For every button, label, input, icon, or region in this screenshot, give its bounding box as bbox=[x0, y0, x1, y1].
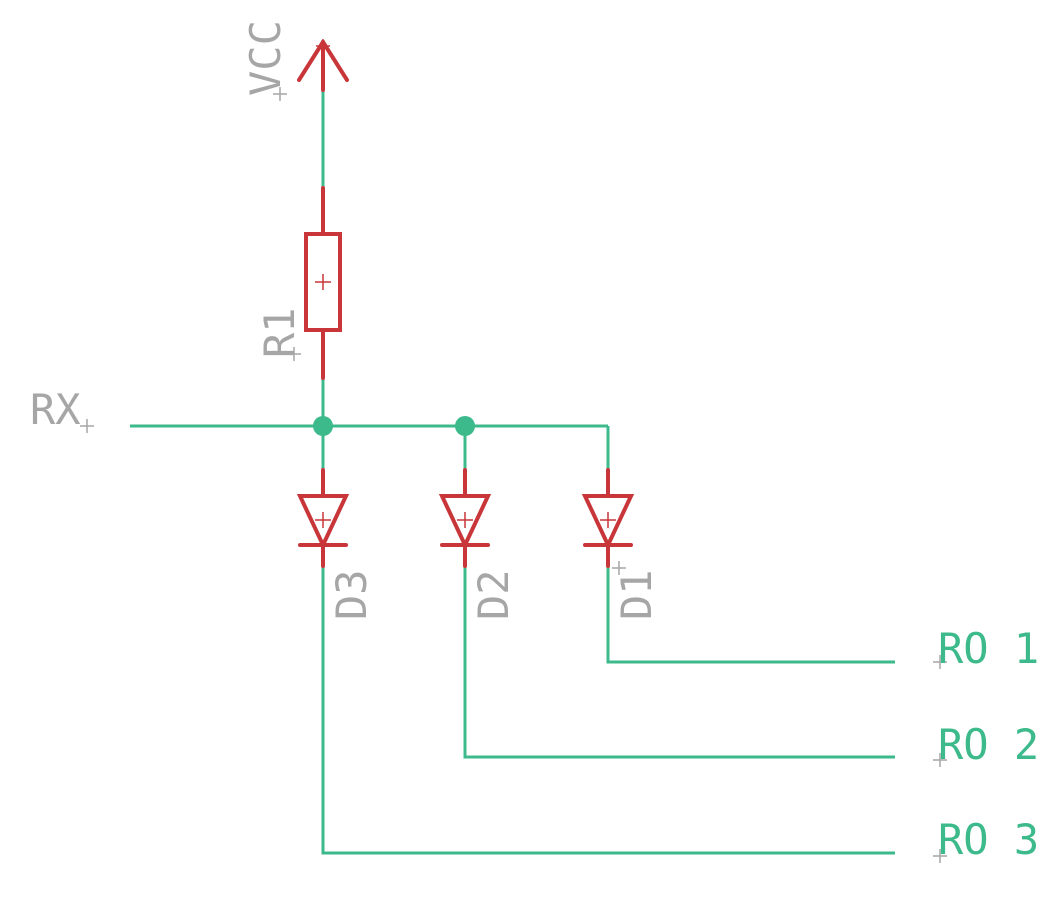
wires bbox=[130, 60, 895, 855]
resistor-r1 bbox=[304, 186, 342, 380]
wire-d3-ro3 bbox=[321, 566, 895, 855]
diode-d3 bbox=[296, 468, 350, 568]
wire-d1-ro1 bbox=[606, 566, 895, 664]
d3-label: D3 bbox=[327, 569, 376, 620]
d2-label: D2 bbox=[469, 569, 518, 620]
r1-label: R1 bbox=[255, 307, 304, 358]
vcc-label: VCC bbox=[241, 20, 290, 96]
d1-label: D1 bbox=[612, 569, 661, 620]
rx-label: RX bbox=[30, 385, 81, 434]
ro3-label: RO 3 bbox=[938, 815, 1039, 864]
diode-d2 bbox=[438, 468, 492, 568]
junction-rx-d3 bbox=[313, 416, 333, 436]
label-origins bbox=[80, 87, 947, 863]
diode-d1 bbox=[581, 468, 635, 568]
wire-d2-ro2 bbox=[463, 566, 895, 759]
ro1-label: RO 1 bbox=[938, 624, 1039, 673]
junction-rx-d2 bbox=[455, 416, 475, 436]
ro2-label: RO 2 bbox=[938, 720, 1039, 769]
vcc-supply-symbol bbox=[297, 39, 349, 92]
